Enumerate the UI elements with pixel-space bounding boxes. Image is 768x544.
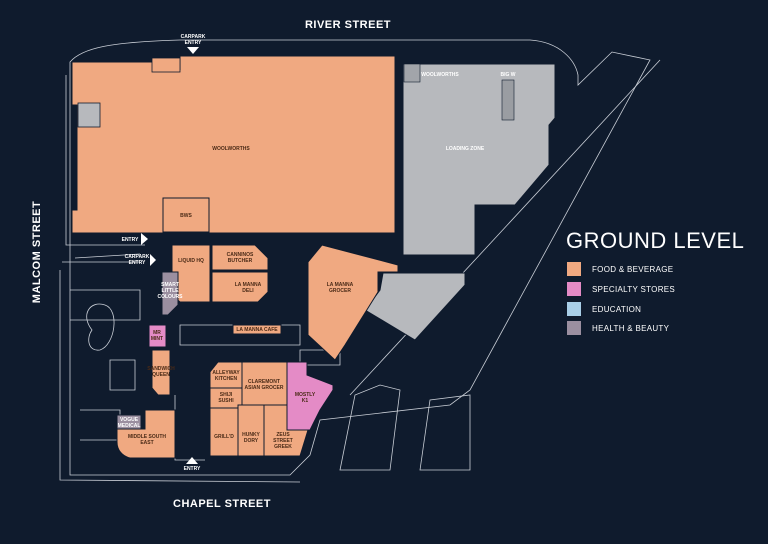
label-sandwich-2: QUEEN [152, 372, 170, 378]
label-canninos-1: CANNINOS [227, 252, 254, 258]
label-zeus-2: STREET [273, 438, 293, 444]
label-grilld: GRILL'D [214, 434, 234, 440]
store-big-w[interactable]: BIG W [501, 72, 516, 78]
label-claremont-2: ASIAN GROCER [245, 385, 284, 391]
arrow-down-icon [187, 47, 199, 54]
label-shiji-1: SHIJI [220, 392, 233, 398]
store-claremont-asian-grocer[interactable]: CLAREMONT ASIAN GROCER [241, 361, 288, 406]
entry-west-label: ENTRY [122, 237, 139, 243]
label-bws: BWS [180, 213, 192, 219]
legend-swatch [567, 282, 581, 296]
label-vogue-1: VOGUE [120, 417, 139, 423]
store-mostly-k1[interactable]: MOSTLY K1 [286, 361, 334, 431]
store-middle-south-east[interactable]: MIDDLE SOUTH EAST [116, 409, 176, 459]
store-hunky-dory[interactable]: HUNKY DORY [237, 404, 265, 457]
legend-swatch [567, 302, 581, 316]
label-smart-3: COLOURS [158, 294, 184, 300]
legend: GROUND LEVEL FOOD & BEVERAGE SPECIALTY S… [566, 228, 744, 335]
legend-label: EDUCATION [592, 305, 641, 314]
label-mr-mint-2: MINT [151, 336, 163, 342]
arrow-right-icon [150, 254, 156, 266]
carpark-entry-west-label-1: CARPARK [125, 254, 150, 260]
store-smart-little-colours[interactable]: SMART LITTLE COLOURS [158, 271, 184, 316]
entry-south[interactable]: ENTRY [184, 457, 201, 472]
label-claremont-1: CLAREMONT [248, 379, 280, 385]
label-alleyway-1: ALLEYWAY [212, 370, 240, 376]
street-malcom: MALCOM STREET [31, 201, 43, 303]
store-bws[interactable]: BWS [162, 197, 210, 233]
label-hunky-1: HUNKY [242, 432, 260, 438]
label-canninos-2: BUTCHER [228, 258, 253, 264]
store-vogue-medical[interactable]: VOGUE MEDICAL [116, 414, 142, 430]
store-mr-mint[interactable]: MR MINT [148, 324, 167, 348]
legend-item-specialty: SPECIALTY STORES [567, 282, 675, 296]
street-chapel: CHAPEL STREET [173, 498, 271, 510]
legend-swatch [567, 262, 581, 276]
legend-label: SPECIALTY STORES [592, 285, 675, 294]
legend-item-health: HEALTH & BEAUTY [567, 321, 670, 335]
legend-label: FOOD & BEVERAGE [592, 265, 673, 274]
legend-label: HEALTH & BEAUTY [592, 324, 670, 333]
arrow-up-icon [186, 457, 198, 464]
store-canninos-butcher[interactable]: CANNINOS BUTCHER [211, 244, 269, 271]
store-woolworths[interactable]: WOOLWORTHS [71, 55, 396, 234]
store-woolworths-grey[interactable]: WOOLWORTHS [402, 63, 556, 256]
label-la-manna-grocer-2: GROCER [329, 288, 351, 294]
label-alleyway-2: KITCHEN [215, 376, 238, 382]
label-zeus-3: GREEK [274, 444, 292, 450]
label-hunky-2: DORY [244, 438, 259, 444]
label-smart-1: SMART [161, 282, 179, 288]
arrow-right-icon [141, 233, 148, 245]
legend-item-food: FOOD & BEVERAGE [567, 262, 673, 276]
legend-title: GROUND LEVEL [566, 228, 744, 253]
label-woolworths-grey: WOOLWORTHS [421, 72, 459, 78]
label-mostly-1: MOSTLY [295, 392, 316, 398]
store-zeus-street-greek[interactable]: ZEUS STREET GREEK [263, 404, 309, 457]
entry-south-label: ENTRY [184, 466, 201, 472]
label-smart-2: LITTLE [162, 288, 180, 294]
carpark-entry-top-label-1: CARPARK [181, 34, 206, 40]
store-la-manna-deli[interactable]: LA MANNA DELI [211, 271, 269, 303]
legend-item-education: EDUCATION [567, 302, 641, 316]
store-sandwich-queen[interactable]: SANDWICH QUEEN [147, 349, 175, 396]
label-la-manna-deli-1: LA MANNA [235, 282, 262, 288]
label-la-manna-cafe: LA MANNA CAFE [236, 327, 278, 333]
store-grilld[interactable]: GRILL'D [209, 407, 239, 457]
carpark-entry-top[interactable]: CARPARK ENTRY [181, 34, 206, 54]
carpark-entry-west[interactable]: CARPARK ENTRY [125, 254, 156, 266]
label-la-manna-grocer-1: LA MANNA [327, 282, 354, 288]
label-middle-south-2: EAST [140, 440, 153, 446]
store-alleyway-kitchen[interactable]: ALLEYWAY KITCHEN [209, 361, 243, 389]
carpark-entry-top-label-2: ENTRY [185, 40, 202, 46]
label-la-manna-deli-2: DELI [242, 288, 254, 294]
label-vogue-2: MEDICAL [118, 423, 141, 429]
store-la-manna-grocer[interactable]: LA MANNA GROCER [307, 244, 399, 361]
label-middle-south-1: MIDDLE SOUTH [128, 434, 166, 440]
entry-west[interactable]: ENTRY [122, 233, 148, 245]
label-shiji-2: SUSHI [218, 398, 234, 404]
street-river: RIVER STREET [305, 19, 391, 31]
label-big-w: BIG W [501, 72, 516, 78]
store-la-manna-cafe[interactable]: LA MANNA CAFE [232, 324, 282, 335]
label-mostly-2: K1 [302, 398, 309, 404]
carpark-entry-west-label-2: ENTRY [129, 260, 146, 266]
store-grey-southeast [364, 272, 466, 341]
label-mr-mint-1: MR [153, 330, 161, 336]
legend-swatch [567, 321, 581, 335]
label-woolworths: WOOLWORTHS [212, 146, 250, 152]
label-liquid-hq: LIQUID HQ [178, 258, 204, 264]
loading-zone: LOADING ZONE [446, 146, 485, 152]
store-shiji-sushi[interactable]: SHIJI SUSHI [209, 387, 243, 409]
label-sandwich-1: SANDWICH [147, 366, 175, 372]
label-zeus-1: ZEUS [276, 432, 290, 438]
label-loading-zone: LOADING ZONE [446, 146, 485, 152]
